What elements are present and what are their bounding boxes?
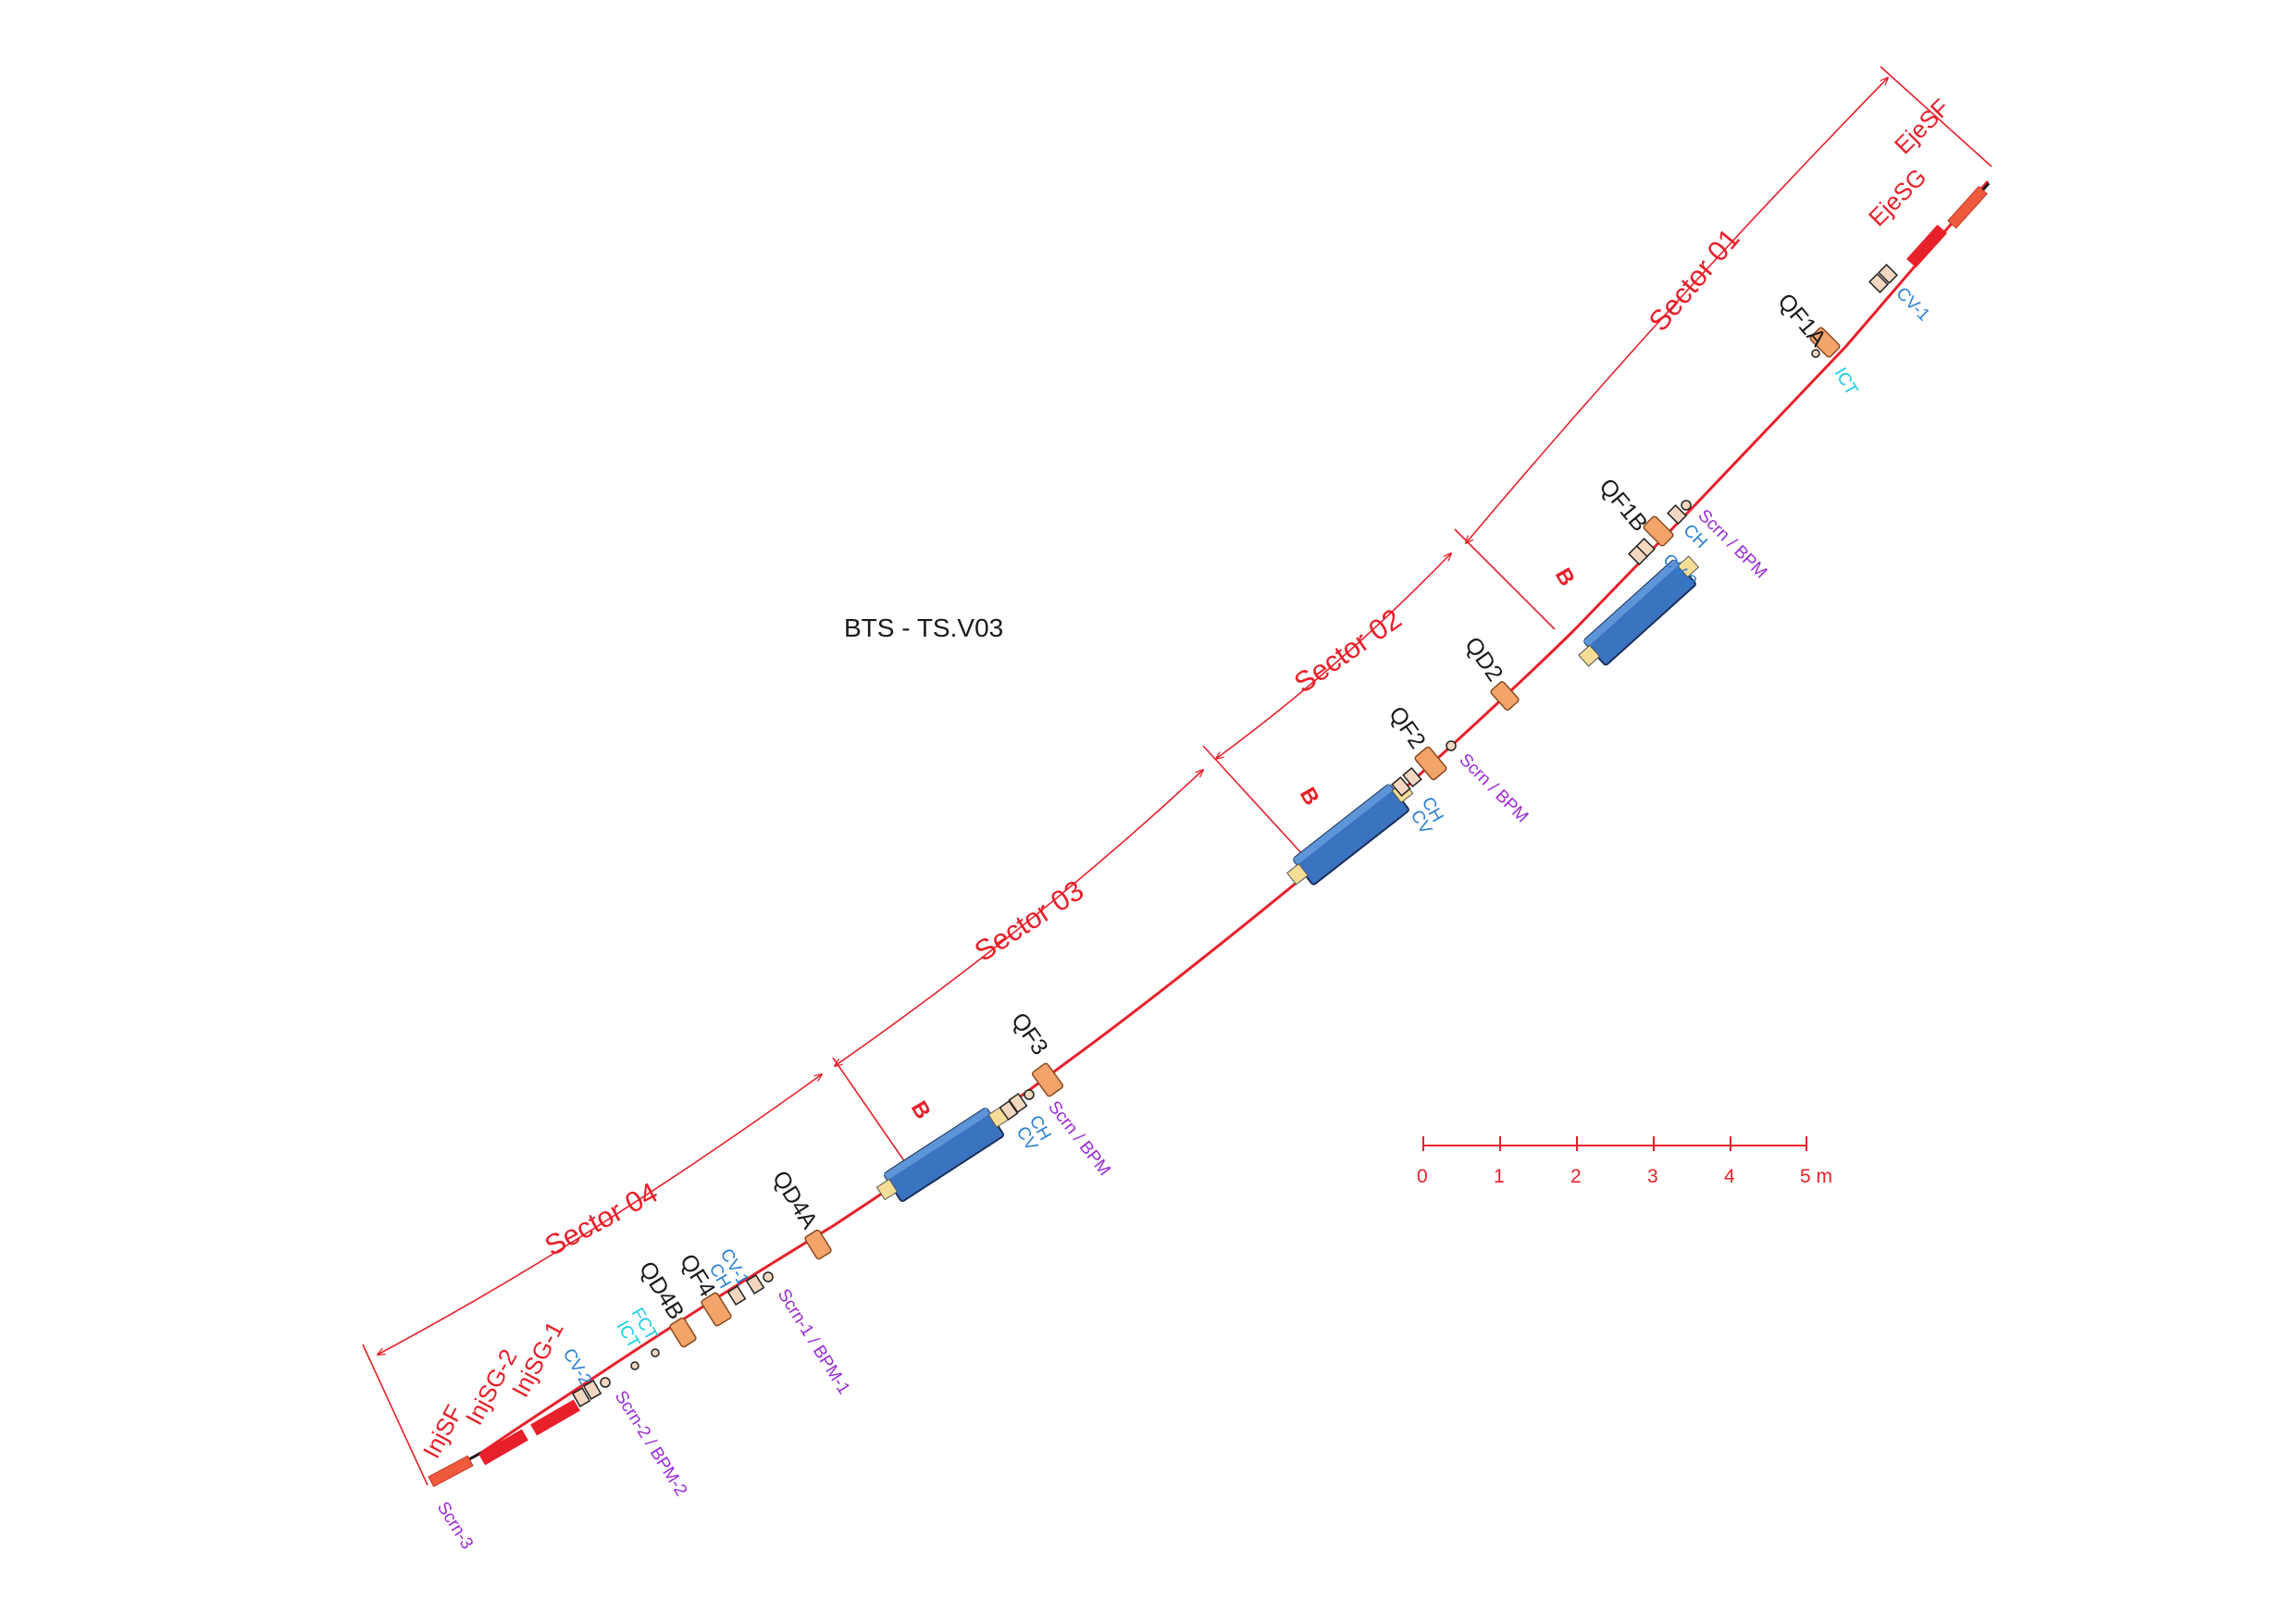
qf3-label: QF3 — [1006, 1008, 1053, 1059]
quadrupoles — [669, 327, 1841, 1348]
dipole-label: B — [906, 1097, 936, 1124]
qd4a-label: QD4A — [767, 1166, 823, 1233]
injsg2-septum — [478, 1429, 528, 1466]
injsf-label: InjSF — [417, 1400, 468, 1463]
scale-label: 2 — [1570, 1166, 1582, 1187]
bpm-element — [600, 1377, 611, 1388]
corrector-element — [1402, 766, 1422, 788]
qf1b-quad — [1643, 515, 1674, 547]
corrector-element — [1391, 775, 1411, 798]
scrn3-label: Scrn-3 — [433, 1499, 477, 1554]
scrn1-bpm1-label: Scrn-1 / BPM-1 — [774, 1286, 854, 1398]
sector-04-arc — [378, 1074, 822, 1355]
scrn-bpm-label: Scrn / BPM — [1455, 750, 1532, 827]
diagram-title: BTS - TS.V03 — [844, 613, 1003, 642]
qf2-label: QF2 — [1384, 701, 1431, 753]
injsg1-septum — [530, 1399, 580, 1436]
sector-01-arc — [1466, 78, 1888, 543]
qf2-quad — [1414, 746, 1447, 781]
monitor-element — [630, 1361, 639, 1370]
small-components — [571, 264, 1898, 1407]
sector-boundary-tick — [832, 1057, 906, 1163]
qd2-label: QD2 — [1459, 632, 1508, 686]
corrector-element — [1868, 273, 1889, 293]
bpm-element — [1024, 1089, 1035, 1100]
corrector-element — [1878, 264, 1898, 284]
ejesf-septum — [1947, 185, 1988, 229]
bpm-element — [763, 1271, 774, 1282]
scrn-bpm-label: Scrn / BPM — [1694, 506, 1770, 583]
ejesg-label: EjeSG — [1863, 163, 1931, 231]
monitor-element — [1811, 349, 1820, 358]
sector-dimension-lines: Sector 01 Sector 02 Sector 03 Sector 04 — [362, 66, 1992, 1486]
ict-label: ICT — [1831, 365, 1862, 399]
beamline-path — [480, 180, 1990, 1455]
sector-02-label: Sector 02 — [1288, 602, 1408, 700]
dipole-1 — [1578, 555, 1700, 667]
qd2-quad — [1490, 681, 1520, 711]
sector-boundary-tick — [1454, 528, 1556, 630]
corrector-element — [582, 1380, 602, 1400]
scale-bar: 0 1 2 3 4 5 m — [1417, 1136, 1832, 1187]
monitor-element — [651, 1348, 660, 1357]
corrector-element — [745, 1274, 765, 1295]
dipole-label: B — [1550, 564, 1580, 591]
sector-boundary-tick — [1880, 66, 1992, 167]
scale-label: 1 — [1494, 1166, 1505, 1187]
scale-label: 5 m — [1800, 1166, 1832, 1187]
corrector-element — [726, 1285, 747, 1306]
qd4b-quad — [669, 1317, 697, 1348]
sector-03-arc — [835, 770, 1203, 1066]
scale-label: 0 — [1417, 1166, 1428, 1187]
scrn2-bpm2-label: Scrn-2 / BPM-2 — [611, 1388, 691, 1500]
qf4-quad — [701, 1292, 732, 1327]
sector-02-arc — [1216, 553, 1451, 759]
sector-boundary-tick — [1202, 745, 1315, 868]
qf1a-quad — [1809, 327, 1841, 358]
bpm-element — [1446, 740, 1457, 751]
septa — [428, 185, 1988, 1488]
corrector-element — [1008, 1092, 1028, 1114]
scale-label: 3 — [1647, 1166, 1658, 1187]
corrector-element — [571, 1387, 591, 1407]
scrn-bpm-label: Scrn / BPM — [1044, 1097, 1114, 1180]
qd4a-quad — [804, 1229, 832, 1260]
sector-04-label: Sector 04 — [540, 1176, 664, 1262]
bpm-element — [1681, 500, 1692, 511]
dipole-2 — [1286, 781, 1414, 886]
ejesg-septum — [1906, 224, 1947, 268]
qf3-quad — [1031, 1062, 1064, 1097]
sector-01-label: Sector 01 — [1643, 222, 1746, 337]
sector-boundary-tick — [362, 1344, 428, 1486]
sector-03-label: Sector 03 — [969, 873, 1089, 968]
corrector-element — [1628, 545, 1648, 565]
dipole-label: B — [1295, 784, 1324, 811]
cv1-label: CV-1 — [1892, 284, 1933, 326]
dipole-3 — [875, 1106, 1011, 1202]
corrector-element — [999, 1099, 1019, 1121]
scale-label: 4 — [1724, 1166, 1735, 1187]
qf1b-label: QF1B — [1594, 474, 1652, 537]
corrector-element — [1667, 504, 1687, 525]
injsf-septum — [428, 1455, 474, 1488]
